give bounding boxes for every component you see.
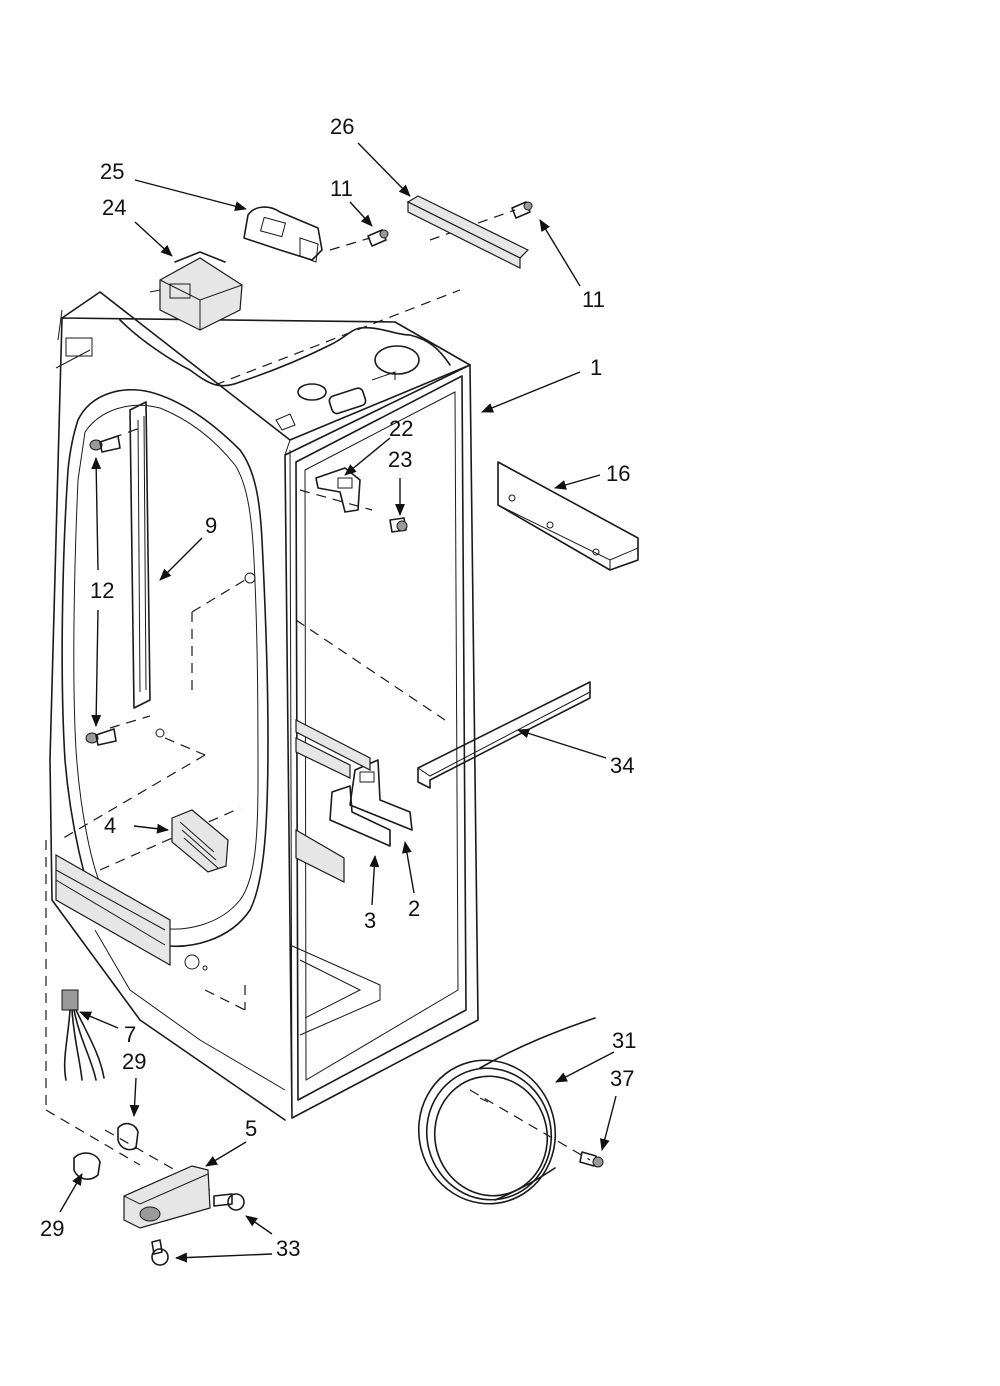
knob-29-upper xyxy=(117,1122,139,1151)
callout-7: 7 xyxy=(124,1022,137,1047)
screw-11-right xyxy=(511,201,533,219)
slide-rails xyxy=(295,719,371,883)
channel-16 xyxy=(497,461,639,571)
screw-23 xyxy=(389,517,408,533)
pin-33-upper xyxy=(213,1193,245,1211)
bracket-25 xyxy=(243,206,323,263)
callout-16: 16 xyxy=(606,461,631,486)
cabinet-liner xyxy=(49,291,479,1121)
screw-12-top xyxy=(89,435,121,453)
callout-4: 4 xyxy=(104,813,117,838)
callout-29-upper: 29 xyxy=(122,1049,147,1074)
screw-11-left xyxy=(367,229,389,247)
bar-34 xyxy=(417,681,591,789)
tubing-31 xyxy=(417,1017,596,1205)
callout-37: 37 xyxy=(610,1066,635,1091)
callout-22: 22 xyxy=(389,416,414,441)
callout-25: 25 xyxy=(100,159,125,184)
callout-26: 26 xyxy=(330,114,355,139)
housing-24 xyxy=(149,251,243,331)
knob-29-lower xyxy=(73,1152,101,1180)
screw-37 xyxy=(579,1151,604,1168)
callout-24: 24 xyxy=(102,195,127,220)
callout-12: 12 xyxy=(90,578,115,603)
shelf-ladder-9 xyxy=(129,401,151,709)
vent-4 xyxy=(171,809,229,873)
harness-7 xyxy=(61,989,105,1081)
callout-9: 9 xyxy=(205,513,218,538)
strip-26 xyxy=(406,195,530,269)
housing-5 xyxy=(123,1165,211,1229)
callout-23: 23 xyxy=(388,447,413,472)
callout-11-right: 11 xyxy=(582,287,605,312)
callout-29-lower: 29 xyxy=(40,1216,65,1241)
callout-3: 3 xyxy=(364,908,377,933)
leader-lines xyxy=(59,142,617,1263)
pin-33-lower xyxy=(151,1239,169,1266)
bracket-3 xyxy=(329,785,391,847)
callout-11-left: 11 xyxy=(330,176,353,201)
callout-5: 5 xyxy=(245,1116,258,1141)
callout-33: 33 xyxy=(276,1236,301,1261)
screw-12-bottom xyxy=(85,728,117,746)
callout-2: 2 xyxy=(408,896,421,921)
callout-34: 34 xyxy=(610,753,635,778)
callout-31: 31 xyxy=(612,1028,637,1053)
callout-1: 1 xyxy=(590,355,603,380)
bracket-2 xyxy=(349,759,413,831)
